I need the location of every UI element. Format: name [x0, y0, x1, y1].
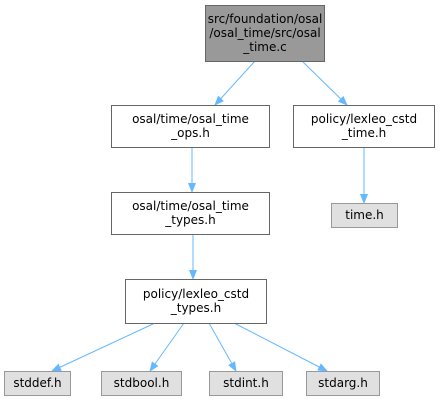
- node-label-line: src/foundation/osal: [208, 12, 323, 26]
- node-label-line: stddef.h: [13, 376, 61, 390]
- node-stdbool: stdbool.h: [101, 371, 182, 396]
- node-box: [101, 371, 182, 396]
- edge-cstd_types-to-stdint: [208, 322, 237, 372]
- node-time-types[interactable]: osal/time/osal_time_types.h: [111, 192, 270, 235]
- node-label-line: stdarg.h: [318, 376, 368, 390]
- node-label-line: _types.h: [170, 301, 221, 315]
- node-label-line: osal/time/osal_time: [132, 199, 249, 213]
- node-box: [205, 5, 325, 62]
- node-label-line: _types.h: [164, 213, 215, 227]
- node-time-ops[interactable]: osal/time/osal_time_ops.h: [111, 105, 270, 148]
- node-label-line: policy/lexleo_cstd: [311, 112, 417, 126]
- node-box: [4, 371, 71, 396]
- node-cstd-types[interactable]: policy/lexleo_cstd_types.h: [125, 279, 267, 324]
- node-time-h: time.h: [331, 203, 398, 228]
- node-label-line: _ops.h: [170, 126, 210, 140]
- node-label-line: /osal_time/src/osal: [209, 26, 320, 40]
- node-box: [209, 371, 283, 396]
- node-stddef: stddef.h: [4, 371, 71, 396]
- node-label-line: stdint.h: [223, 376, 269, 390]
- node-label-line: _time.h: [341, 126, 387, 140]
- node-root[interactable]: src/foundation/osal/osal_time/src/osal_t…: [205, 5, 325, 62]
- edge-cstd_types-to-stddef: [51, 322, 156, 372]
- node-box: [293, 105, 435, 148]
- node-stdint: stdint.h: [209, 371, 283, 396]
- edge-cstd_types-to-stdbool: [149, 322, 185, 372]
- edge-cstd_types-to-stdarg: [233, 322, 328, 372]
- node-box: [111, 105, 270, 148]
- node-label-line: time.h: [345, 208, 384, 222]
- node-box: [306, 371, 380, 396]
- node-label-line: _time.c: [242, 40, 287, 54]
- node-box: [125, 279, 267, 324]
- node-cstd-time[interactable]: policy/lexleo_cstd_time.h: [293, 105, 435, 148]
- node-label-line: policy/lexleo_cstd: [143, 287, 249, 301]
- node-stdarg: stdarg.h: [306, 371, 380, 396]
- node-box: [111, 192, 270, 235]
- node-label-line: stdbool.h: [114, 376, 170, 390]
- edge-root-to-cstd_time: [301, 60, 348, 106]
- edge-root-to-time_ops: [214, 60, 256, 106]
- node-box: [331, 203, 398, 228]
- node-label-line: osal/time/osal_time: [132, 112, 249, 126]
